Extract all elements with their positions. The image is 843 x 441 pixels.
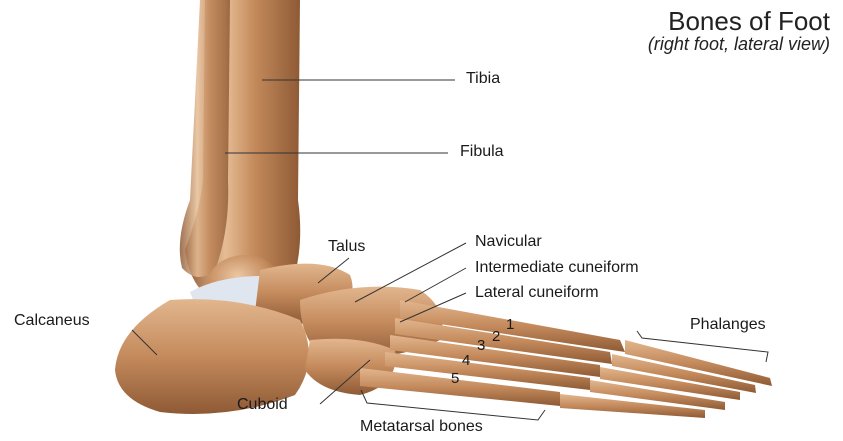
label-calcaneus: Calcaneus	[14, 312, 90, 330]
diagram-title: Bones of Foot	[560, 6, 830, 37]
label-metatarsal-bones: Metatarsal bones	[360, 418, 483, 436]
label-tibia: Tibia	[466, 70, 500, 88]
label-cuboid: Cuboid	[237, 396, 288, 414]
label-talus: Talus	[328, 238, 365, 256]
metatarsal-number-4: 4	[462, 352, 470, 369]
label-fibula: Fibula	[460, 143, 504, 161]
metatarsal-number-3: 3	[477, 337, 485, 354]
label-navicular: Navicular	[475, 233, 542, 251]
diagram-subtitle: (right foot, lateral view)	[520, 34, 830, 55]
metatarsal-number-1: 1	[506, 316, 514, 333]
label-intermediate-cuneiform: Intermediate cuneiform	[475, 259, 639, 277]
label-phalanges: Phalanges	[690, 316, 766, 334]
fibula-bone	[180, 0, 230, 277]
metatarsal-number-2: 2	[492, 328, 500, 345]
label-lateral-cuneiform: Lateral cuneiform	[475, 284, 599, 302]
metatarsal-number-5: 5	[451, 370, 459, 387]
